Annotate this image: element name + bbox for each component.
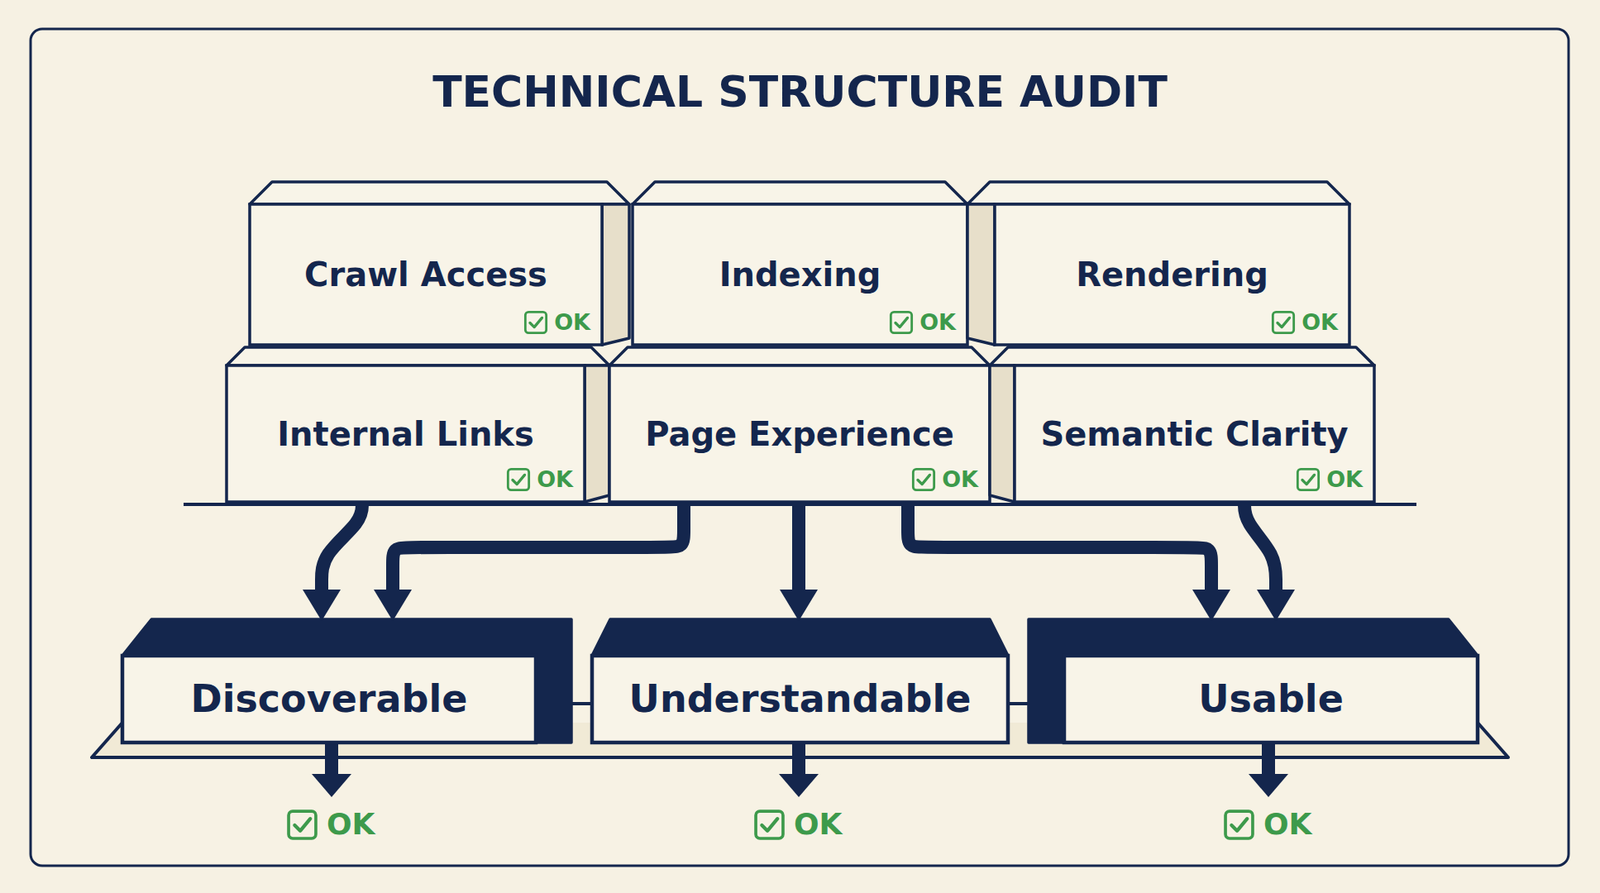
outcome-block: Understandable <box>592 619 1008 743</box>
status-label: OK <box>1263 807 1313 842</box>
block-title: Usable <box>1198 677 1344 722</box>
check-icon <box>911 467 937 492</box>
check-icon <box>525 311 546 333</box>
block-face: Page Experience <box>609 365 990 502</box>
flow-arrow <box>392 501 684 592</box>
status-label: OK <box>326 807 376 842</box>
flow-arrow <box>907 501 1212 592</box>
block-top <box>609 347 990 366</box>
status-text: OK <box>1301 310 1338 335</box>
block-face: Internal Links <box>226 365 585 502</box>
block-front <box>632 204 968 345</box>
block-front <box>1014 365 1375 502</box>
status-text: OK <box>941 467 979 492</box>
block-side <box>601 204 630 345</box>
block-front <box>592 655 1008 743</box>
flow-arrow <box>792 501 806 592</box>
block-side <box>989 365 1015 502</box>
check-icon <box>1270 310 1296 335</box>
check-icon <box>888 310 914 335</box>
block-face: Usable <box>1064 655 1478 743</box>
audit-block: Page ExperienceOK <box>609 347 990 502</box>
block-face: Semantic Clarity <box>1014 365 1375 502</box>
outcome-block: Usable <box>1028 619 1478 743</box>
flow-arrow <box>1244 501 1276 592</box>
block-title: Discoverable <box>190 677 468 722</box>
down-arrow <box>1248 742 1289 798</box>
block-top <box>989 347 1375 366</box>
status-row: OK <box>911 467 979 492</box>
outcome-block: Discoverable <box>122 619 572 743</box>
block-side <box>967 204 995 345</box>
block-title: Page Experience <box>644 415 955 454</box>
block-front <box>609 365 990 502</box>
block-top <box>967 181 1350 205</box>
status-label: OK <box>793 807 843 842</box>
status-row: OK <box>1270 310 1338 335</box>
block-face: Discoverable <box>122 655 536 743</box>
status-text: OK <box>536 467 574 492</box>
check-icon <box>912 468 934 490</box>
down-arrow <box>778 742 819 798</box>
status-row: OK <box>523 310 591 335</box>
block-side <box>584 365 610 502</box>
block-face: Indexing <box>632 204 968 345</box>
block-front <box>122 655 536 743</box>
block-front <box>226 365 585 502</box>
status-row: OK <box>1295 467 1363 492</box>
block-top <box>1028 619 1478 743</box>
status-text: OK <box>919 310 956 335</box>
block-face: Crawl Access <box>249 204 602 345</box>
block-title: Semantic Clarity <box>1040 415 1348 454</box>
check-icon <box>523 310 549 335</box>
block-title: Rendering <box>1075 255 1269 294</box>
check-icon <box>506 467 531 492</box>
title: TECHNICAL STRUCTURE AUDIT <box>0 65 1600 119</box>
audit-block: IndexingOK <box>632 181 968 345</box>
joint-line <box>1006 702 1031 706</box>
block-top <box>122 619 572 743</box>
block-top <box>592 619 1008 656</box>
check-icon <box>507 468 529 490</box>
audit-block: RenderingOK <box>967 181 1350 345</box>
audit-block: Internal LinksOK <box>226 347 610 502</box>
status-row: OK <box>888 310 956 335</box>
check-icon <box>288 811 316 839</box>
block-top <box>632 181 968 205</box>
block-front <box>994 204 1350 345</box>
status-text: OK <box>1326 467 1363 492</box>
block-title: Indexing <box>719 255 882 294</box>
down-arrow <box>311 742 352 798</box>
check-icon <box>1295 467 1321 492</box>
check-icon <box>890 311 912 333</box>
check-icon <box>755 811 784 839</box>
block-title: Internal Links <box>277 415 535 454</box>
flow-arrow <box>321 501 363 592</box>
check-icon <box>1272 311 1294 333</box>
block-face: Rendering <box>994 204 1350 345</box>
block-front <box>1064 655 1478 743</box>
check-icon <box>1297 468 1319 490</box>
block-title: Understandable <box>629 677 972 722</box>
block-top <box>249 181 630 205</box>
audit-block: Semantic ClarityOK <box>989 347 1375 502</box>
frame <box>30 28 1569 866</box>
check-icon <box>1225 811 1253 839</box>
block-title: Crawl Access <box>304 255 548 294</box>
audit-block: Crawl AccessOK <box>249 181 630 345</box>
block-face: Understandable <box>592 655 1008 743</box>
status-text: OK <box>554 310 591 335</box>
joint-line <box>569 702 594 706</box>
block-top <box>226 347 610 366</box>
status-row: OK <box>506 467 574 492</box>
block-front <box>249 204 602 345</box>
